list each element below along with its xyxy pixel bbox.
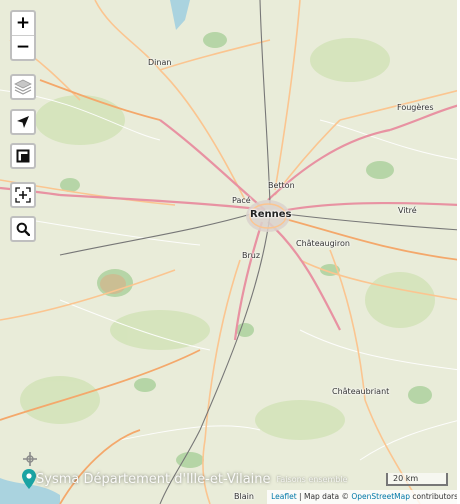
attribution: Leaflet | Map data © OpenStreetMap contr… [267,490,460,504]
locate-arrow-icon [17,116,29,128]
place-label-vitre: Vitré [398,206,417,215]
osm-link[interactable]: OpenStreetMap [351,492,410,501]
attribution-suffix: contributors [410,492,458,501]
zoom-in-button[interactable]: + [15,13,31,33]
watermark-brand: Sysma Département d'Ille-et-Vilaine [36,471,271,487]
place-label-betton: Betton [268,181,295,190]
layers-button[interactable] [10,74,36,100]
place-label-blain: Blain [234,492,254,501]
place-label-fougeres: Fougères [397,103,434,112]
place-label-dinan: Dinan [148,58,172,67]
place-label-chateaugiron: Châteaugiron [296,239,350,248]
marker-cross-icon [23,452,37,466]
search-button[interactable] [10,216,36,242]
place-label-bruz: Bruz [242,251,261,260]
zoom-out-button[interactable]: − [12,35,34,59]
watermark-subtitle: Faisons ensemble [276,474,348,484]
sysma-watermark: Sysma Département d'Ille-et-Vilaine Fais… [22,469,347,489]
place-label-rennes: Rennes [250,209,292,220]
scale-bar: 20 km [386,473,448,486]
layers-icon [14,79,32,95]
add-point-icon [15,187,31,203]
map-pin-icon [22,469,36,489]
fullscreen-icon [16,149,30,163]
search-icon [16,222,30,236]
leaflet-link[interactable]: Leaflet [271,492,297,501]
attribution-separator: | Map data © [296,492,352,501]
add-point-button[interactable] [10,182,36,208]
place-label-chateaubriant: Châteaubriant [332,387,390,396]
zoom-control: + − [10,10,36,61]
map-right-edge [457,0,460,504]
fullscreen-button[interactable] [10,143,36,169]
locate-button[interactable] [10,109,36,135]
place-label-pace: Pacé [232,196,251,205]
